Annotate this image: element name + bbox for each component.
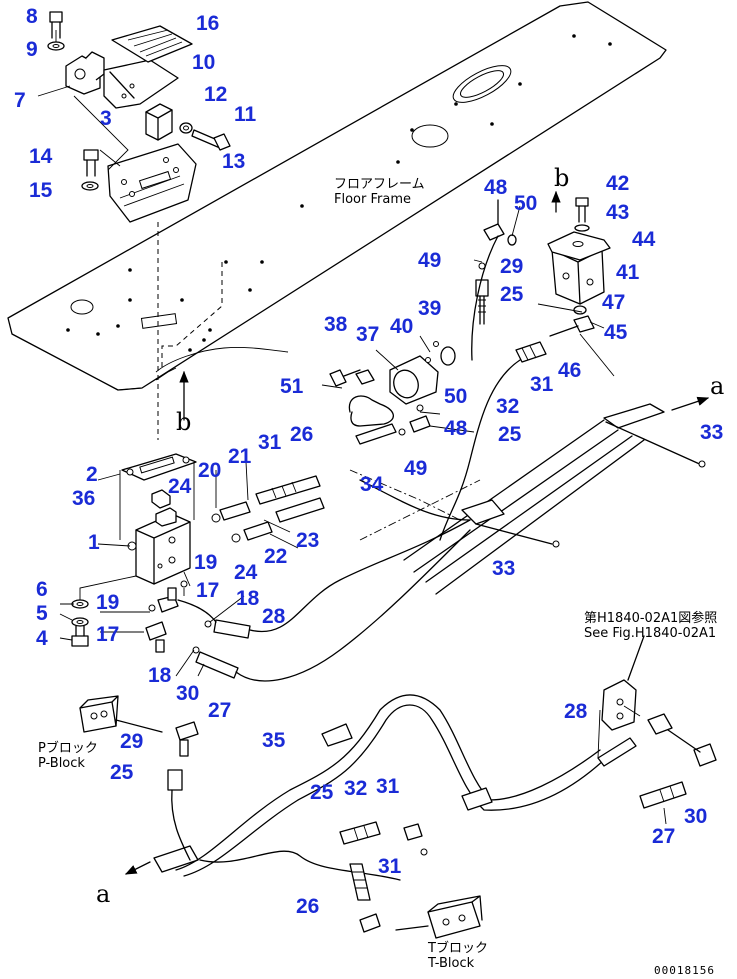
callout-17-upper: 17 xyxy=(196,579,220,602)
callout-4: 4 xyxy=(36,627,48,650)
callout-33-lower: 33 xyxy=(492,557,516,580)
callout-28-right: 28 xyxy=(564,700,588,723)
callout-25-lower: 25 xyxy=(310,781,334,804)
callout-18-lower: 18 xyxy=(148,664,172,687)
callout-9: 9 xyxy=(26,38,38,61)
callout-47: 47 xyxy=(602,291,626,314)
t-block-label: Tブロック T-Block xyxy=(428,941,488,971)
callout-25-mid: 25 xyxy=(498,423,522,446)
callout-31-mid: 31 xyxy=(258,431,282,454)
callout-38: 38 xyxy=(324,313,348,336)
callout-19-lower: 19 xyxy=(96,591,120,614)
block-assembly xyxy=(359,190,611,541)
callout-30-right: 30 xyxy=(684,805,708,828)
floor-frame-label: フロアフレーム Floor Frame xyxy=(334,177,425,207)
callout-24-upper: 24 xyxy=(168,475,192,498)
callout-21: 21 xyxy=(228,445,252,468)
callout-40: 40 xyxy=(390,315,414,338)
callout-39: 39 xyxy=(418,297,442,320)
callout-20: 20 xyxy=(198,459,222,482)
pedal-assembly xyxy=(37,11,231,440)
callout-13: 13 xyxy=(222,150,246,173)
callout-43: 43 xyxy=(606,201,630,224)
callout-31-right: 31 xyxy=(530,373,554,396)
callout-19-upper: 19 xyxy=(194,551,218,574)
callout-27-right: 27 xyxy=(652,825,676,848)
callout-6: 6 xyxy=(36,578,48,601)
callout-27-left: 27 xyxy=(208,699,232,722)
callout-25-top: 25 xyxy=(500,283,524,306)
callout-23: 23 xyxy=(296,529,320,552)
callout-42: 42 xyxy=(606,172,630,195)
callout-25-pblock: 25 xyxy=(110,761,134,784)
callout-51: 51 xyxy=(280,375,304,398)
callout-10: 10 xyxy=(192,51,216,74)
callout-32-lower: 32 xyxy=(344,777,368,800)
callout-32-right: 32 xyxy=(496,395,520,418)
solenoid-valve-assembly xyxy=(329,341,456,445)
callout-44: 44 xyxy=(632,228,656,251)
callout-36: 36 xyxy=(72,487,96,510)
callout-34: 34 xyxy=(360,473,384,496)
floor-frame-plate xyxy=(7,1,667,391)
callout-15: 15 xyxy=(29,179,53,202)
callout-49-top: 49 xyxy=(418,249,442,272)
callout-37: 37 xyxy=(356,323,380,346)
callout-29-lower: 29 xyxy=(120,730,144,753)
callout-41: 41 xyxy=(616,261,640,284)
callout-2: 2 xyxy=(86,463,98,486)
callout-31-bottom: 31 xyxy=(378,855,402,878)
callout-48-mid: 48 xyxy=(444,417,468,440)
callout-26-mid: 26 xyxy=(290,423,314,446)
arrow-b-upper-label: b xyxy=(554,164,570,192)
callout-50-top: 50 xyxy=(514,192,538,215)
callout-26-bottom: 26 xyxy=(296,895,320,918)
callout-3: 3 xyxy=(100,107,112,130)
callout-45: 45 xyxy=(604,321,628,344)
callout-31-lower: 31 xyxy=(376,775,400,798)
callout-14: 14 xyxy=(29,145,53,168)
callout-49-mid: 49 xyxy=(404,457,428,480)
callout-17-lower: 17 xyxy=(96,623,120,646)
callout-11: 11 xyxy=(234,103,257,126)
arrow-b-lower-label: b xyxy=(176,408,192,436)
arrow-a-lower-label: a xyxy=(96,880,111,908)
callout-22: 22 xyxy=(264,545,288,568)
callout-1: 1 xyxy=(88,531,100,554)
lower-hose-routing xyxy=(79,635,717,939)
arrow-a-upper-label: a xyxy=(710,372,725,400)
callout-12: 12 xyxy=(204,83,228,106)
callout-18-upper: 18 xyxy=(236,587,260,610)
callout-30-left: 30 xyxy=(176,682,200,705)
callout-33-right: 33 xyxy=(700,421,724,444)
tube-brackets xyxy=(349,396,710,595)
callout-48-top: 48 xyxy=(484,176,508,199)
callout-46: 46 xyxy=(558,359,582,382)
callout-7: 7 xyxy=(14,89,26,112)
callout-8: 8 xyxy=(26,5,38,28)
p-block-label: Pブロック P-Block xyxy=(38,741,98,771)
callout-24-lower: 24 xyxy=(234,561,258,584)
callout-16: 16 xyxy=(196,12,220,35)
callout-29-top: 29 xyxy=(500,255,524,278)
see-figure-reference: 第H1840-02A1図参照 See Fig.H1840-02A1 xyxy=(584,611,718,641)
callout-5: 5 xyxy=(36,602,48,625)
document-number: 00018156 xyxy=(654,964,715,977)
pilot-valve-assembly xyxy=(71,453,471,682)
callout-50-mid: 50 xyxy=(444,385,468,408)
callout-28-left: 28 xyxy=(262,605,286,628)
callout-35: 35 xyxy=(262,729,286,752)
leader-lines xyxy=(59,205,667,825)
